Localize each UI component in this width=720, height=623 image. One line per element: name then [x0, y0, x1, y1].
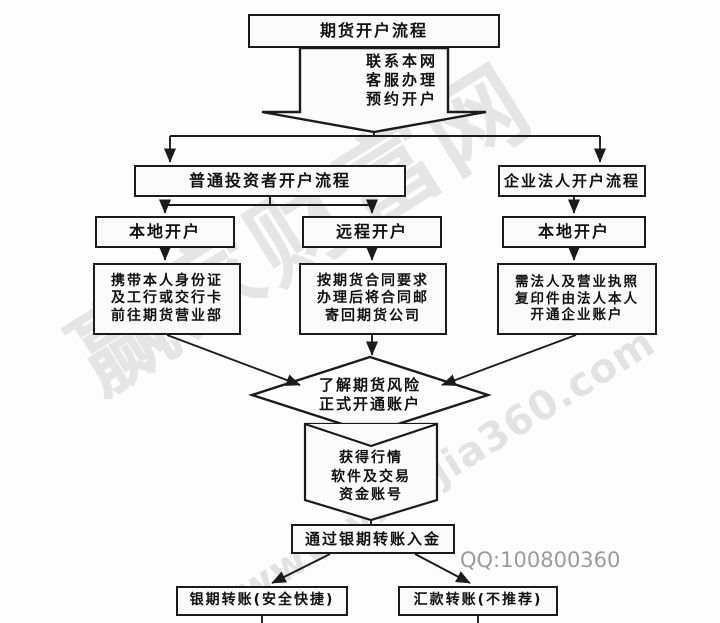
risk-diamond-line-1: 了解期货风险: [318, 375, 421, 394]
corporate-flow-label: 企业法人开户流程: [503, 171, 640, 190]
node-corporate-flow[interactable]: 企业法人开户流程: [498, 165, 646, 197]
step-remote-retail-line-3: 寄回期货公司: [325, 307, 421, 324]
step-local-retail-line-3: 前往期货营业部: [111, 307, 223, 324]
node-retail-flow[interactable]: 普通投资者开户流程: [134, 165, 406, 197]
software-account-shape: [303, 422, 439, 522]
wire-transfer-label: 汇款转账(不推荐): [413, 592, 543, 609]
retail-bus-line: [165, 197, 372, 206]
node-local-open-corporate[interactable]: 本地开户: [502, 216, 646, 248]
software-account-line-1: 获得行情: [339, 449, 403, 466]
node-wire-transfer[interactable]: 汇款转账(不推荐): [398, 586, 558, 616]
node-contact-service-arrow[interactable]: 联系本网 客服办理 预约开户: [290, 48, 530, 126]
deposit-label: 通过银期转账入金: [304, 529, 441, 548]
node-step-remote-retail[interactable]: 按期货合同要求 办理后将合同邮 寄回期货公司: [299, 263, 447, 335]
node-software-account[interactable]: 获得行情 软件及交易 资金账号: [305, 424, 437, 520]
step-remote-retail-line-2: 办理后将合同邮: [317, 290, 429, 307]
node-step-corporate[interactable]: 需法人及营业执照 复印件由法人本人 开通企业账户: [497, 263, 657, 335]
local-open-retail-label: 本地开户: [128, 222, 201, 242]
remote-open-label: 远程开户: [335, 222, 408, 242]
node-risk-diamond[interactable]: 了解期货风险 正式开通账户: [252, 357, 488, 433]
retail-flow-label: 普通投资者开户流程: [188, 171, 351, 191]
software-account-top-notch: [304, 422, 438, 448]
node-bank-transfer[interactable]: 银期转账(安全快捷): [176, 586, 348, 616]
local-open-corporate-label: 本地开户: [537, 222, 610, 242]
contact-line-2: 客服办理: [365, 71, 438, 90]
step3-to-diamond-arrow: [441, 334, 577, 386]
step-corporate-line-1: 需法人及营业执照: [515, 274, 639, 291]
step1-to-diamond-arrow: [166, 334, 301, 386]
step-remote-retail-line-1: 按期货合同要求: [317, 273, 429, 290]
split-bus-line: [170, 132, 600, 137]
qq-contact-text: QQ:100800360: [460, 548, 621, 572]
big-down-arrow-shape: [261, 46, 487, 134]
risk-diamond-line-2: 正式开通账户: [318, 395, 421, 413]
risk-diamond-shape: [248, 355, 492, 435]
step-corporate-line-2: 复印件由法人本人: [515, 290, 639, 307]
node-title-label: 期货开户流程: [319, 21, 428, 41]
node-deposit[interactable]: 通过银期转账入金: [291, 524, 455, 554]
software-account-line-3: 资金账号: [339, 487, 403, 504]
step-corporate-line-3: 开通企业账户: [530, 307, 624, 324]
node-step-local-retail[interactable]: 携带本人身份证 及工行或交行卡 前往期货营业部: [93, 263, 241, 335]
step-local-retail-line-2: 及工行或交行卡: [111, 290, 223, 307]
node-local-open-retail[interactable]: 本地开户: [95, 216, 235, 248]
deposit-to-bank-arrow: [271, 553, 331, 584]
node-title-box[interactable]: 期货开户流程: [248, 14, 500, 48]
step-local-retail-line-1: 携带本人身份证: [111, 273, 223, 290]
contact-line-3: 预约开户: [365, 90, 438, 109]
node-remote-open[interactable]: 远程开户: [302, 216, 442, 248]
bank-transfer-label: 银期转账(安全快捷): [189, 592, 335, 609]
contact-line-1: 联系本网: [365, 52, 438, 70]
software-account-line-2: 软件及交易: [331, 468, 411, 485]
